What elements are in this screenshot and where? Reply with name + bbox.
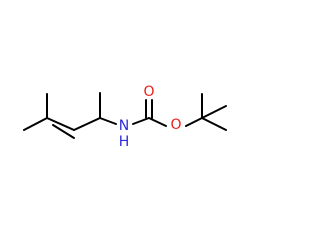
bond-tert-butyl-bottom — [201, 117, 227, 131]
bond-alkene-double — [52, 124, 75, 139]
bond-carbonyl-ester-oxygen — [148, 117, 167, 127]
atom-label-nitrogen: N — [119, 118, 129, 134]
bond-vinyl-chiral — [73, 117, 101, 131]
atom-label-oxygen-carbonyl: O — [143, 84, 154, 100]
atom-label-nitrogen-hydrogen: H — [119, 134, 130, 150]
bond-nitrogen-carbonyl — [132, 117, 150, 125]
atom-label-oxygen-ester: O — [170, 117, 181, 133]
bond-ester-oxygen-tert-carbon — [185, 117, 203, 127]
bond-chiral-nitrogen — [99, 117, 117, 125]
bond-methyl-left — [23, 117, 48, 131]
structure-diagram: O N H O — [23, 84, 227, 150]
bond-tert-butyl-right — [201, 105, 227, 119]
bond-alkene-single — [46, 117, 75, 131]
